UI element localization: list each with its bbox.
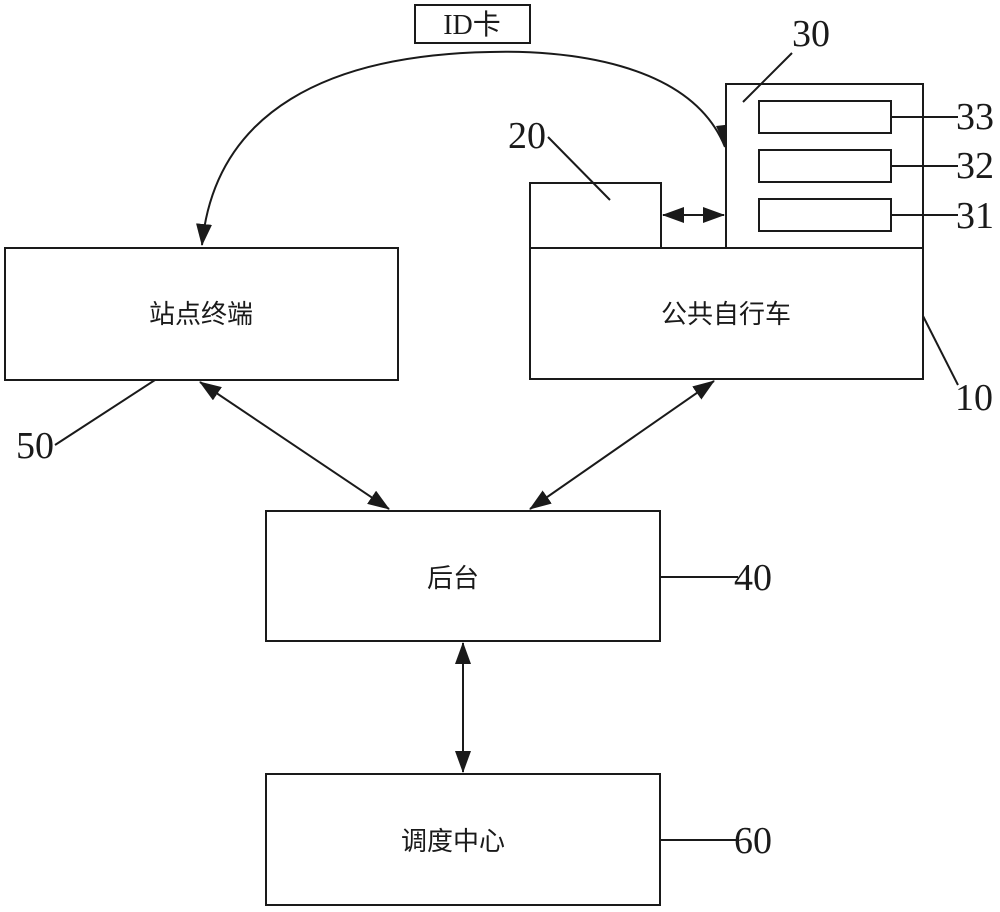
ref-label-30: 30 bbox=[792, 13, 830, 55]
ref-label-10: 10 bbox=[955, 377, 993, 419]
station-terminal-box bbox=[4, 247, 399, 381]
ref-label-40: 40 bbox=[734, 557, 772, 599]
module-32-box bbox=[758, 149, 892, 183]
ref-label-20: 20 bbox=[508, 115, 546, 157]
dispatch-center-label: 调度中心 bbox=[401, 827, 505, 857]
station-terminal-label: 站点终端 bbox=[149, 300, 253, 330]
ref-label-32: 32 bbox=[956, 145, 994, 187]
public-bicycle-label: 公共自行车 bbox=[661, 300, 791, 330]
ref-label-31: 31 bbox=[956, 195, 994, 237]
station-terminal-node: 站点终端 bbox=[4, 247, 399, 381]
dispatch-center-box bbox=[265, 773, 661, 906]
arrow-bicycle-backend bbox=[529, 380, 715, 510]
arrow-station-backend bbox=[199, 381, 390, 510]
module-33-box bbox=[758, 100, 892, 134]
module-31-box bbox=[758, 198, 892, 232]
id-card-label: ID卡 bbox=[414, 4, 531, 44]
backend-node: 后台 bbox=[265, 510, 661, 642]
lock-unit-node bbox=[529, 182, 662, 249]
id-card-text: ID卡 bbox=[443, 9, 501, 41]
ref-label-33: 33 bbox=[956, 96, 994, 138]
ref-label-60: 60 bbox=[734, 820, 772, 862]
module-group-node bbox=[725, 83, 924, 249]
public-bicycle-box bbox=[529, 247, 924, 380]
ref-leader-30 bbox=[742, 52, 793, 103]
ref-leader-10 bbox=[922, 315, 959, 386]
backend-label: 后台 bbox=[427, 564, 479, 594]
ref-label-50: 50 bbox=[16, 425, 54, 467]
lock-unit-box bbox=[529, 182, 662, 249]
ref-leader-20 bbox=[547, 136, 611, 201]
public-bicycle-node: 公共自行车 bbox=[529, 247, 924, 380]
dispatch-center-node: 调度中心 bbox=[265, 773, 661, 906]
id-card-arc-arrow bbox=[196, 50, 726, 246]
ref-leader-50 bbox=[54, 379, 156, 446]
backend-box bbox=[265, 510, 661, 642]
id-card-box bbox=[414, 4, 531, 44]
